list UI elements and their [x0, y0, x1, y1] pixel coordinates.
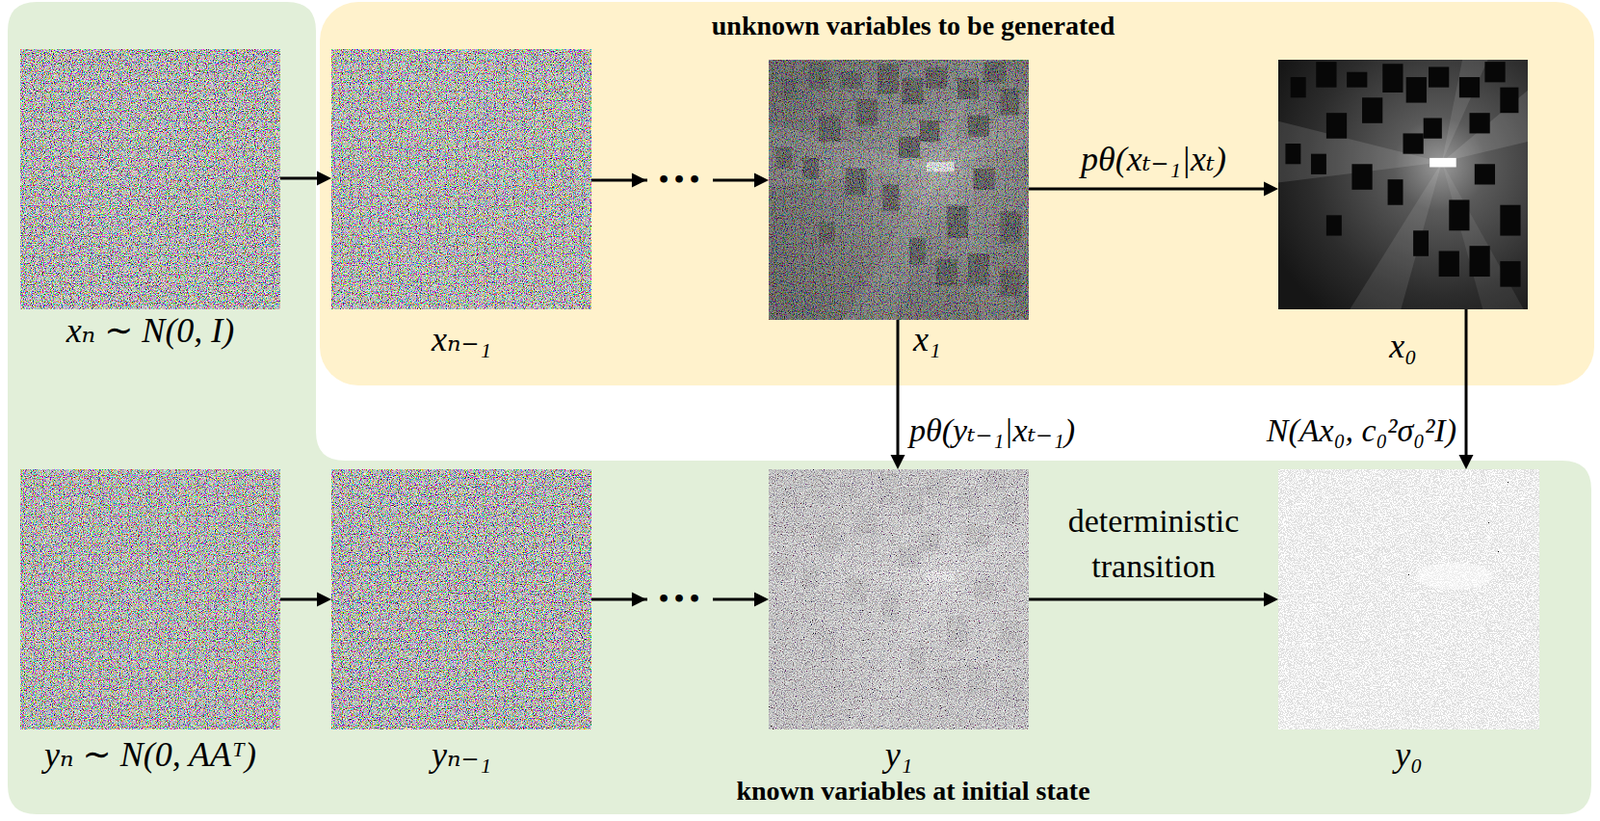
region-title: known variables at initial state — [735, 774, 1090, 808]
image-node: y₁ — [768, 469, 1029, 730]
edge-label: ••• — [647, 165, 713, 195]
image-node: xₙ₋₁ — [331, 49, 592, 310]
image-node: yₙ₋₁ — [331, 469, 592, 730]
arrow-line — [896, 319, 900, 458]
image-node: y₀ — [1278, 469, 1540, 730]
variable-label: xₙ ∼ N(0, I) — [66, 311, 236, 351]
image-node: xₙ ∼ N(0, I) — [20, 49, 281, 310]
image-node: yₙ ∼ N(0, AAᵀ) — [20, 469, 281, 730]
edge-label: deterministic transition — [1033, 498, 1275, 590]
variable-label: yₙ₋₁ — [431, 734, 492, 775]
arrow-line — [1028, 598, 1267, 602]
arrow-line — [280, 177, 320, 181]
variable-label: x₁ — [913, 319, 942, 360]
variable-label: xₙ₋₁ — [431, 319, 492, 360]
arrow-line — [1028, 187, 1267, 191]
region-band: unknown variables to be generatedxₙ₋₁x₁x… — [319, 1, 1595, 386]
variable-label: yₙ ∼ N(0, AAᵀ) — [44, 734, 257, 775]
region-title: unknown variables to be generated — [711, 9, 1115, 43]
variable-label: y₀ — [1394, 734, 1423, 775]
image-node: x₁ — [768, 59, 1029, 320]
edge-label: pθ(yₜ₋₁|xₜ₋₁) — [909, 411, 1076, 449]
variable-label: y₁ — [885, 734, 914, 775]
variable-label: x₀ — [1389, 326, 1417, 367]
edge-label: N(Ax₀, c₀²σ₀²I) — [1266, 411, 1457, 449]
image-node: x₀ — [1278, 59, 1528, 310]
arrow-line — [280, 598, 320, 602]
region-shape — [7, 1, 1592, 814]
edge-label: ••• — [647, 584, 713, 614]
edge-label: pθ(xₜ₋₁|xₜ) — [1080, 139, 1227, 180]
arrow-line — [1465, 309, 1469, 458]
